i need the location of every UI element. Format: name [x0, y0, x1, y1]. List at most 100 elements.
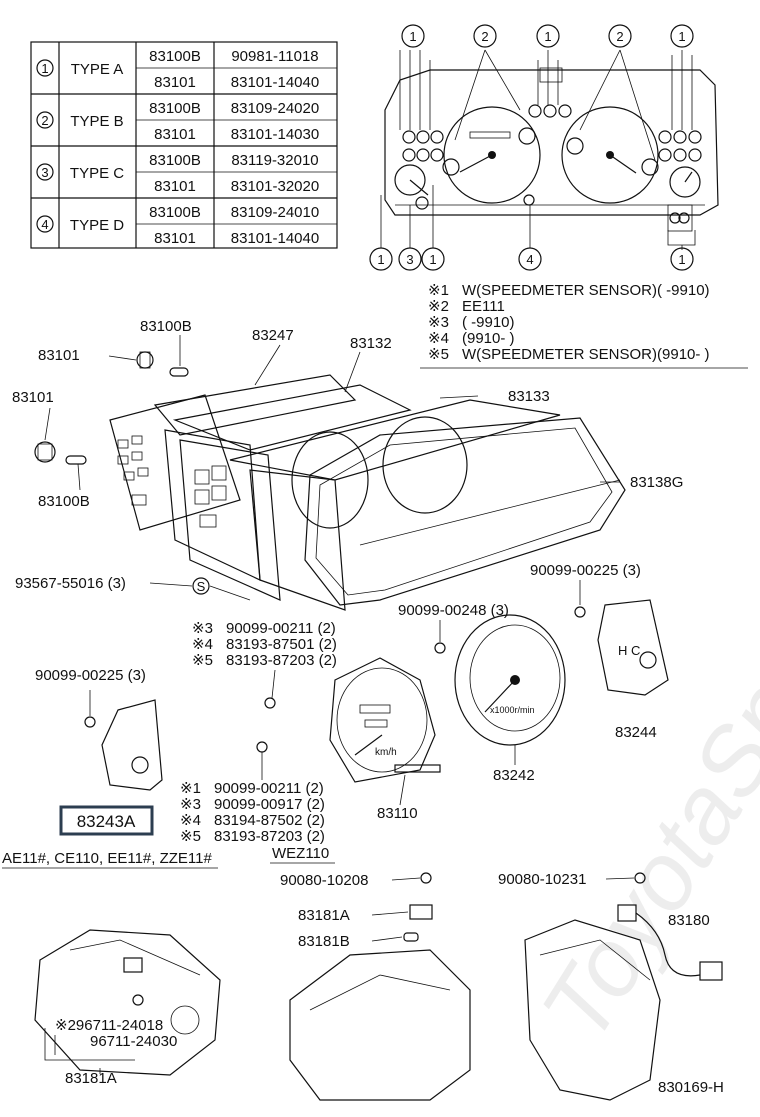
part-label-83247: 83247 — [252, 327, 294, 344]
part-number: 83101-14040 — [231, 230, 319, 247]
needle-hub — [606, 151, 614, 159]
type-name: TYPE C — [70, 165, 124, 182]
screw-part-number: 90099-00211 (2) — [226, 620, 336, 637]
part-label-83242: 83242 — [493, 767, 535, 784]
note-text: EE111 — [462, 298, 505, 315]
gauge-hc-label: H C — [618, 643, 640, 658]
needle-hub — [510, 675, 520, 685]
note-text: W(SPEEDMETER SENSOR)(9910- ) — [462, 346, 710, 363]
type-row-number: 1 — [41, 61, 48, 76]
screw-icon — [256, 741, 268, 753]
screw-part-number: 83193-87501 (2) — [226, 636, 337, 653]
part-label-83100B: 83100B — [140, 318, 192, 335]
part-code: 83101 — [154, 178, 196, 195]
part-code: 83100B — [149, 152, 201, 169]
type-row-1: 1 TYPE A 83100B 90981-11018 83101 83101-… — [36, 48, 319, 91]
part-label-83138G: 83138G — [630, 474, 683, 491]
bulb-83100B — [169, 367, 189, 377]
callout-number: 3 — [406, 252, 413, 267]
type-row-4: 4 TYPE D 83100B 83109-24010 83101 83101-… — [36, 204, 319, 247]
bulb-83100B-lower — [65, 455, 87, 465]
bulb-sockets — [402, 104, 702, 224]
part-label-83181A-bottom: 83181A — [65, 1070, 117, 1087]
screw-part-number: 83194-87502 (2) — [214, 812, 325, 829]
part-label-83244: 83244 — [615, 724, 657, 741]
note-text: (9910- ) — [462, 330, 515, 347]
bulb-socket-83101-lower — [34, 441, 56, 463]
part-code: 83101 — [154, 230, 196, 247]
fuel-gauge — [394, 164, 426, 196]
watermark: ToyotaSpareParts.com — [521, 177, 760, 1059]
part-number: 90981-11018 — [231, 48, 318, 65]
part-label-83101: 83101 — [38, 347, 80, 364]
needle-hub — [488, 151, 496, 159]
gauge-row: H C 90099-00225 (3) 83244 x1000r/min 900… — [35, 562, 669, 845]
note-text: W(SPEEDMETER SENSOR)( -9910) — [462, 282, 710, 299]
part-number: 83119-32010 — [231, 152, 318, 169]
callout-number: 2 — [481, 29, 488, 44]
screw-icon — [264, 697, 276, 709]
gauge-rpm-label: x1000r/min — [490, 705, 535, 715]
screw-part-number: 83193-87203 (2) — [226, 652, 337, 669]
cluster-front-view: 1 2 1 2 1 1 3 1 4 1 — [369, 24, 719, 271]
part-label-90099-00225-left: 90099-00225 (3) — [35, 667, 146, 684]
part-number: 83109-24010 — [231, 204, 319, 221]
fuel-gauge-unit — [101, 699, 163, 791]
type-row-number: 4 — [41, 217, 48, 232]
screw-mark: ※4 — [192, 636, 213, 653]
screw-mark: ※5 — [180, 828, 201, 845]
highlight-box-83243A — [59, 805, 154, 836]
screw-part-number: 90099-00917 (2) — [214, 796, 325, 813]
screw-mark: ※3 — [180, 796, 201, 813]
callout-number: 1 — [429, 252, 436, 267]
callout-number: 4 — [526, 252, 533, 267]
model-codes: AE11#, CE110, EE11#, ZZE11# — [2, 850, 213, 867]
part-number: 83109-24020 — [231, 100, 319, 117]
part-label-96711-24030: 96711-24030 — [90, 1033, 177, 1050]
top-callouts: 1 2 1 2 1 — [401, 24, 694, 48]
callout-number: 1 — [544, 29, 551, 44]
transaxle-right — [524, 919, 661, 1101]
part-label-83110: 83110 — [377, 805, 418, 822]
type-row-3: 3 TYPE C 83100B 83119-32010 83101 83101-… — [36, 152, 319, 195]
type-table: 1 TYPE A 83100B 90981-11018 83101 83101-… — [30, 41, 338, 249]
note-mark: ※2 — [428, 298, 449, 315]
screw-icon — [434, 642, 446, 654]
screw-mark: ※3 — [192, 620, 213, 637]
speedometer-shaft — [394, 764, 441, 773]
callout-number: 1 — [678, 252, 685, 267]
part-code: 83100B — [149, 48, 201, 65]
part-label-90080-10208: 90080-10208 — [280, 872, 368, 889]
circuit-plate — [109, 394, 241, 531]
type-name: TYPE A — [71, 61, 124, 78]
temp-gauge — [669, 166, 701, 198]
part-code: 83100B — [149, 204, 201, 221]
speedometer-unit — [329, 657, 436, 783]
transaxle-middle — [289, 949, 471, 1101]
diagram-code: 830169-H — [658, 1079, 724, 1096]
part-label-90080-10231: 90080-10231 — [498, 871, 586, 888]
bottom-callouts: 1 3 1 4 1 — [369, 247, 694, 271]
callout-number: 1 — [409, 29, 416, 44]
screw-icon — [574, 606, 586, 618]
screw-mark: ※1 — [180, 780, 201, 797]
part-number: 83101-32020 — [231, 178, 319, 195]
part-label-83133: 83133 — [508, 388, 550, 405]
gauge-kmh-label: km/h — [375, 747, 397, 758]
part-code: 83100B — [149, 100, 201, 117]
callout-number: 2 — [616, 29, 623, 44]
speed-sensor-middle — [403, 872, 433, 942]
gasket-body — [164, 429, 261, 581]
note-mark: ※1 — [428, 282, 449, 299]
temp-gauge-unit — [597, 599, 669, 696]
part-number: 83101-14030 — [231, 126, 319, 143]
part-label-83181A-middle: 83181A — [298, 907, 350, 924]
screw-mark: ※5 — [192, 652, 213, 669]
screw-mark: ※4 — [180, 812, 201, 829]
note-text: ( -9910) — [462, 314, 515, 331]
part-label-90099-00248: 90099-00248 (3) — [398, 602, 509, 619]
part-label-83243A[interactable]: 83243A — [77, 812, 136, 831]
type-row-number: 3 — [41, 165, 48, 180]
